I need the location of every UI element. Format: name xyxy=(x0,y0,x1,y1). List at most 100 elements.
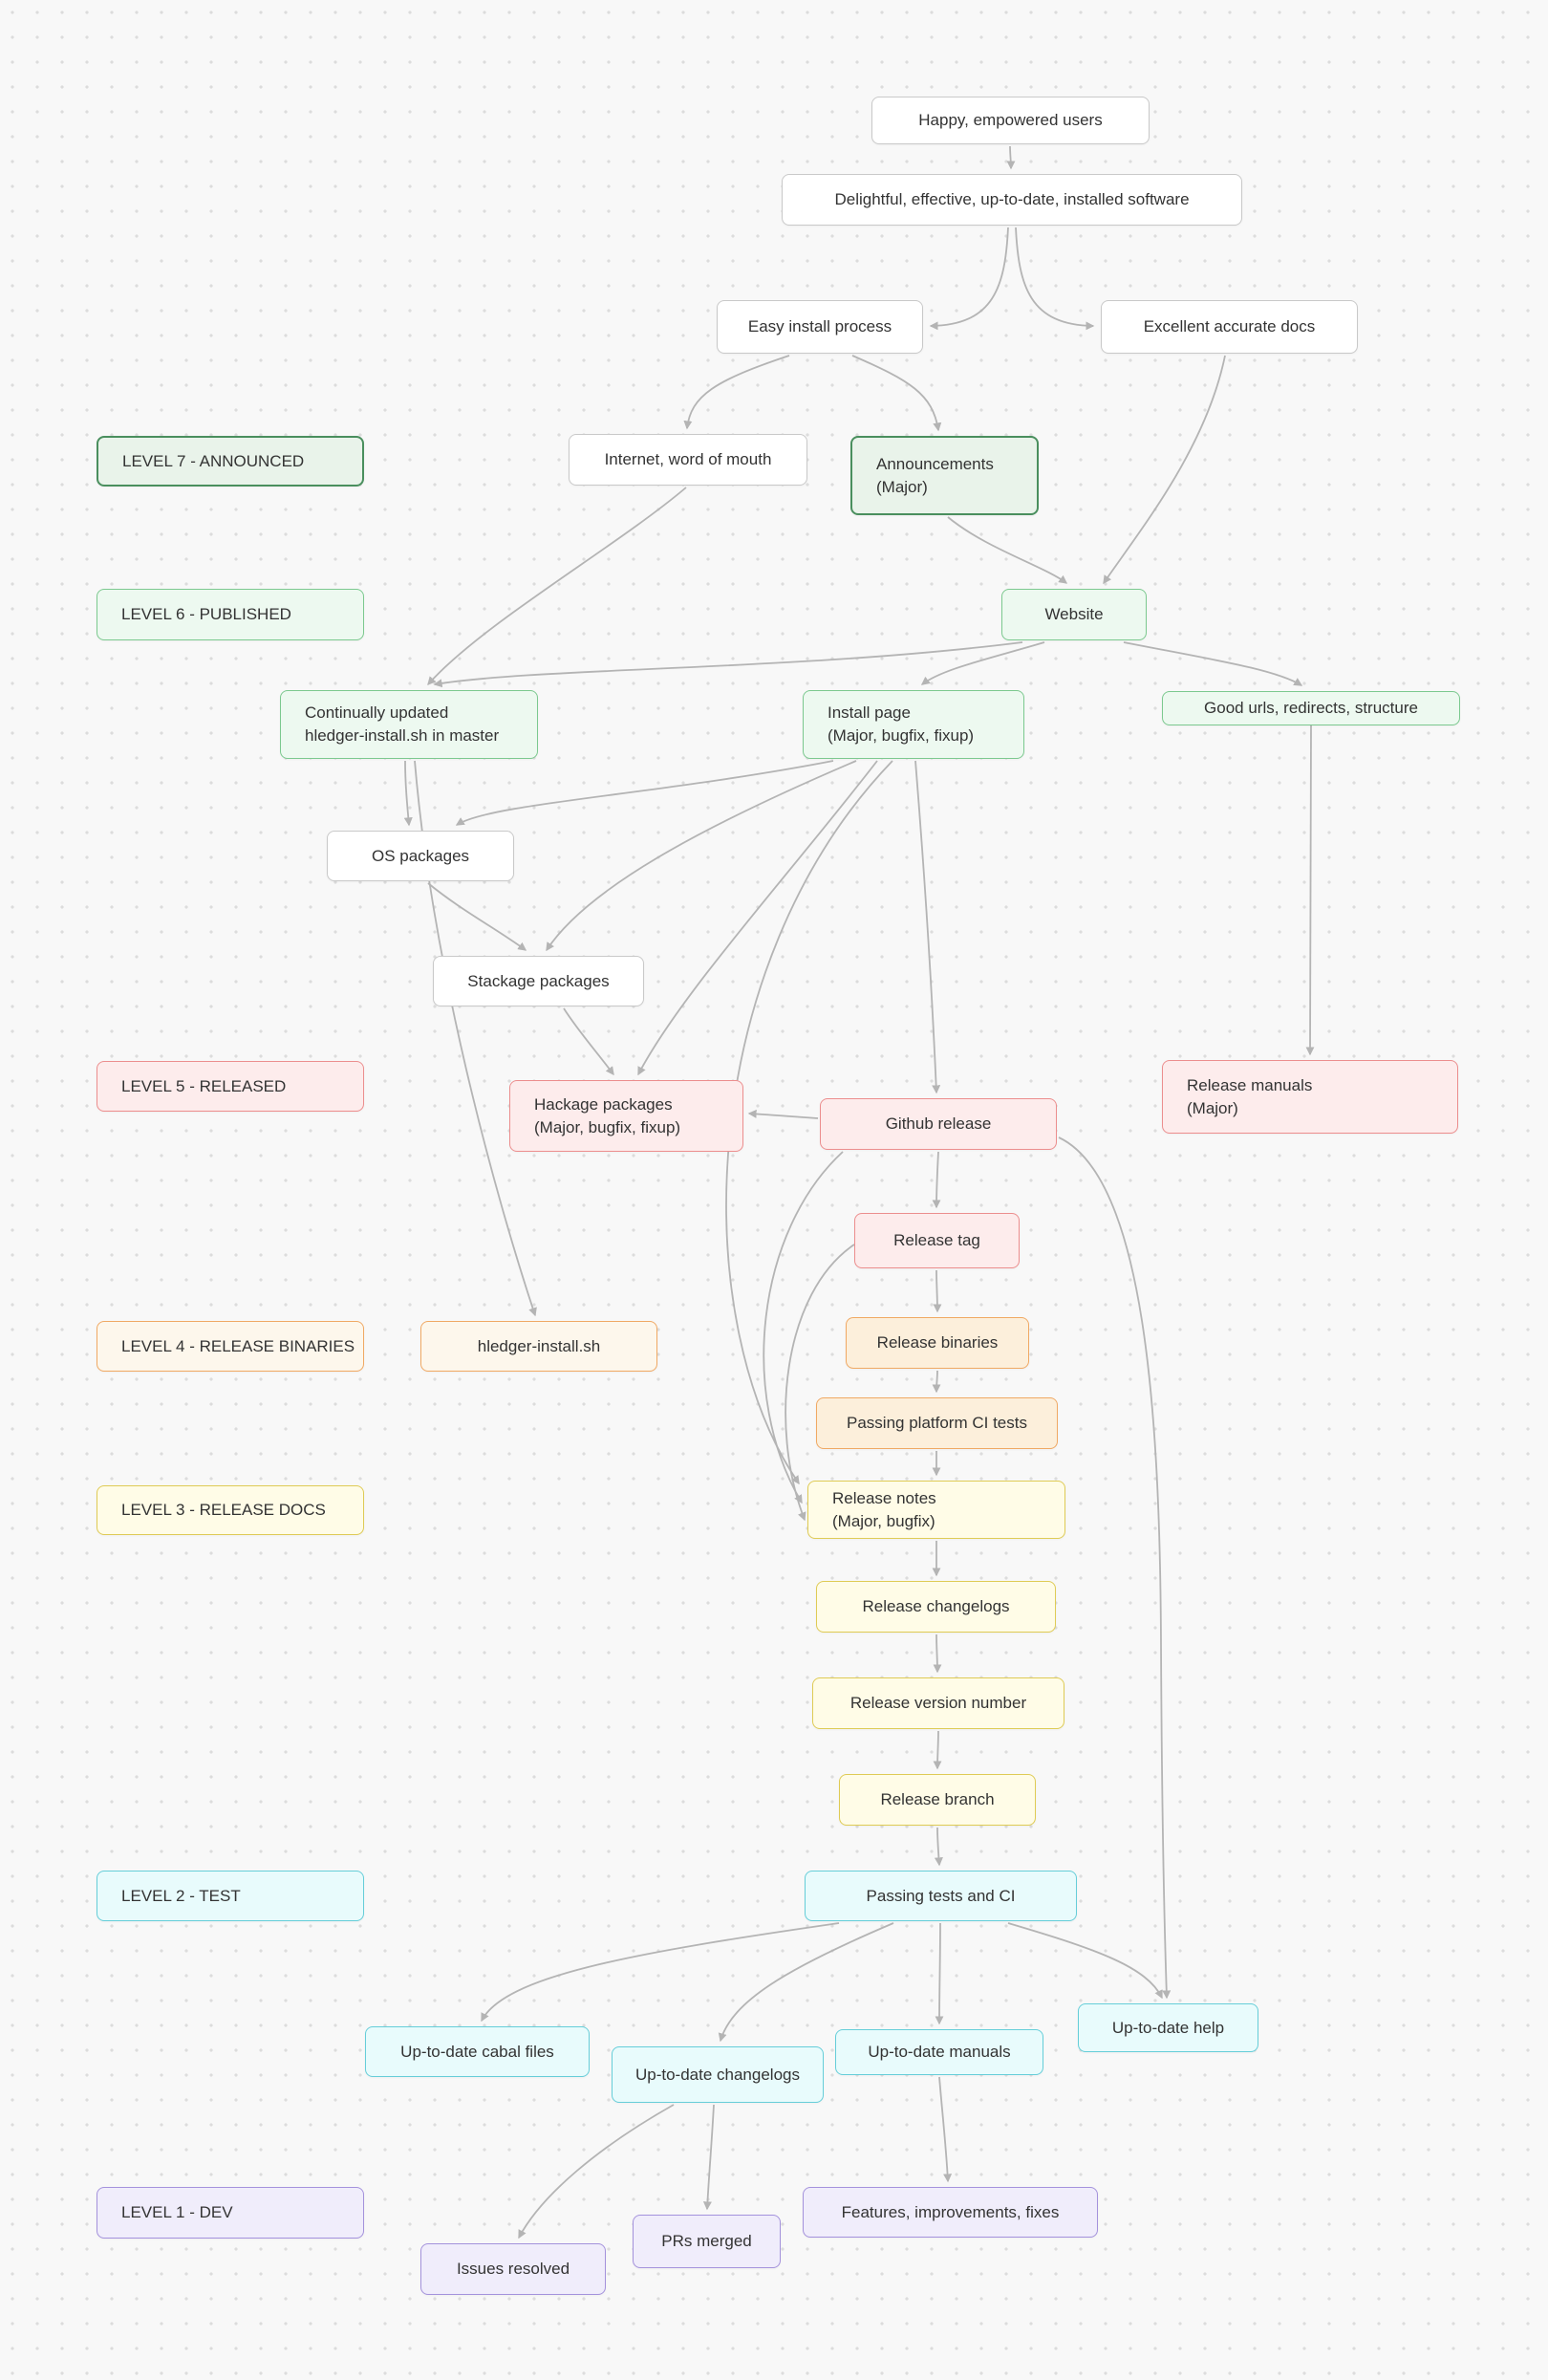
edge-stackage-to-hackage xyxy=(563,1007,614,1076)
node-label: Up-to-date cabal files xyxy=(400,2042,554,2061)
node-release-changelogs: Release changelogs xyxy=(816,1581,1056,1633)
node-label: Up-to-date help xyxy=(1111,2018,1225,2037)
node-label: Passing platform CI tests xyxy=(847,1414,1027,1432)
node-up-to-date-changelogs: Up-to-date changelogs xyxy=(612,2046,824,2103)
node-github-release: Github release xyxy=(820,1098,1057,1150)
edge-passing-tests-to-changelogs xyxy=(718,1922,894,2043)
node-install-page: Install page (Major, bugfix, fixup) xyxy=(803,690,1024,759)
node-passing-tests-and-ci: Passing tests and CI xyxy=(805,1871,1077,1921)
node-issues-resolved: Issues resolved xyxy=(420,2243,606,2295)
node-passing-platform-ci-tests: Passing platform CI tests xyxy=(816,1397,1058,1449)
level-label-7: LEVEL 7 - ANNOUNCED xyxy=(97,436,364,487)
node-internet-word-of-mouth: Internet, word of mouth xyxy=(569,434,807,486)
node-hledger-install-sh: hledger-install.sh xyxy=(420,1321,657,1372)
node-release-notes: Release notes (Major, bugfix) xyxy=(807,1481,1065,1539)
edge-announcements-to-website xyxy=(947,516,1068,584)
node-prs-merged: PRs merged xyxy=(633,2215,781,2268)
node-up-to-date-manuals: Up-to-date manuals xyxy=(835,2029,1043,2075)
node-label: PRs merged xyxy=(661,2232,752,2250)
node-sublabel: (Major) xyxy=(1187,1098,1238,1117)
node-sublabel: (Major, bugfix, fixup) xyxy=(828,726,975,745)
edge-changelogs-to-prs-merged xyxy=(702,2104,715,2211)
level-label-text: LEVEL 5 - RELEASED xyxy=(121,1076,287,1095)
node-label: Release changelogs xyxy=(862,1597,1010,1615)
edge-delightful-to-easy-install xyxy=(929,227,1009,331)
level-label-text: LEVEL 2 - TEST xyxy=(121,1886,241,1905)
level-label-text: LEVEL 6 - PUBLISHED xyxy=(121,605,291,623)
node-sublabel: (Major, bugfix, fixup) xyxy=(534,1117,681,1136)
node-label: Up-to-date manuals xyxy=(868,2043,1011,2061)
node-stackage-packages: Stackage packages xyxy=(433,956,644,1006)
node-label: Announcements xyxy=(876,454,994,473)
node-sublabel: (Major, bugfix) xyxy=(832,1511,935,1530)
node-label: Release manuals xyxy=(1187,1075,1313,1094)
node-label: Passing tests and CI xyxy=(866,1886,1016,1905)
node-label: Features, improvements, fixes xyxy=(841,2202,1060,2221)
edge-os-packages-to-stackage xyxy=(427,882,527,951)
node-os-packages: OS packages xyxy=(327,831,514,881)
edge-passing-tests-to-cabal-files xyxy=(481,1922,840,2023)
node-label: Release tag xyxy=(893,1231,980,1249)
edge-website-to-continually-updated xyxy=(433,641,1023,688)
level-label-5: LEVEL 5 - RELEASED xyxy=(97,1061,364,1112)
edge-passing-tests-to-help xyxy=(1007,1922,1163,2000)
node-up-to-date-help: Up-to-date help xyxy=(1078,2003,1258,2052)
node-label: OS packages xyxy=(371,846,470,865)
level-label-6: LEVEL 6 - PUBLISHED xyxy=(97,589,364,640)
level-label-text: LEVEL 1 - DEV xyxy=(121,2203,233,2221)
level-label-2: LEVEL 2 - TEST xyxy=(97,1871,364,1921)
edge-install-page-to-stackage xyxy=(546,760,857,952)
edge-release-tag-to-release-notes xyxy=(785,1244,855,1522)
node-release-tag: Release tag xyxy=(854,1213,1020,1268)
node-label: Hackage packages xyxy=(534,1094,673,1114)
edge-passing-tests-to-manuals xyxy=(935,1922,944,2025)
level-label-text: LEVEL 7 - ANNOUNCED xyxy=(122,451,305,470)
node-sublabel: hledger-install.sh in master xyxy=(305,726,500,745)
node-hackage-packages: Hackage packages (Major, bugfix, fixup) xyxy=(509,1080,743,1152)
edge-manuals-to-features xyxy=(938,2076,953,2183)
edge-release-binaries-to-platform-ci xyxy=(932,1370,941,1394)
edge-version-number-to-release-branch xyxy=(933,1730,942,1770)
edge-good-urls-to-release-manuals xyxy=(1305,725,1315,1056)
node-label: Stackage packages xyxy=(467,971,610,990)
node-excellent-docs: Excellent accurate docs xyxy=(1101,300,1358,354)
node-happy-users: Happy, empowered users xyxy=(871,97,1150,144)
node-label: Internet, word of mouth xyxy=(604,450,772,468)
node-label: Continually updated xyxy=(305,703,449,722)
edge-happy-to-delightful xyxy=(1006,145,1016,170)
node-label: Release binaries xyxy=(876,1333,999,1352)
edge-website-to-good-urls xyxy=(1123,641,1303,686)
level-label-text: LEVEL 4 - RELEASE BINARIES xyxy=(121,1336,355,1355)
node-label: Issues resolved xyxy=(456,2260,570,2278)
level-label-4: LEVEL 4 - RELEASE BINARIES xyxy=(97,1321,364,1372)
node-label: Release notes xyxy=(832,1488,936,1507)
node-label: Delightful, effective, up-to-date, insta… xyxy=(834,190,1190,208)
edge-release-branch-to-passing-tests xyxy=(934,1827,943,1867)
node-label: Easy install process xyxy=(747,317,892,335)
node-release-manuals: Release manuals (Major) xyxy=(1162,1060,1458,1134)
node-label: Github release xyxy=(885,1114,992,1133)
node-delightful-software: Delightful, effective, up-to-date, insta… xyxy=(782,174,1242,226)
edge-install-page-to-os-packages xyxy=(455,760,834,826)
edge-excellent-docs-to-website xyxy=(1103,355,1226,585)
edge-continually-updated-to-os-packages xyxy=(403,760,413,827)
node-continually-updated-hledger-install: Continually updated hledger-install.sh i… xyxy=(280,690,538,759)
level-label-text: LEVEL 3 - RELEASE DOCS xyxy=(121,1501,326,1519)
node-label: Excellent accurate docs xyxy=(1143,317,1316,335)
edge-github-release-to-release-tag xyxy=(932,1151,941,1209)
edge-release-tag-to-release-binaries xyxy=(933,1269,942,1313)
level-label-3: LEVEL 3 - RELEASE DOCS xyxy=(97,1485,364,1535)
node-label: Release branch xyxy=(880,1790,995,1808)
edge-easy-install-to-internet xyxy=(683,355,790,430)
node-release-branch: Release branch xyxy=(839,1774,1036,1826)
level-label-1: LEVEL 1 - DEV xyxy=(97,2187,364,2239)
node-release-version-number: Release version number xyxy=(812,1677,1064,1729)
edge-group xyxy=(403,145,1315,2239)
node-label: Website xyxy=(1044,605,1104,623)
edge-github-release-to-help xyxy=(1058,1136,1172,2000)
node-announcements: Announcements (Major) xyxy=(850,436,1039,515)
edge-github-release-to-hackage xyxy=(747,1109,819,1119)
node-release-binaries: Release binaries xyxy=(846,1317,1029,1369)
